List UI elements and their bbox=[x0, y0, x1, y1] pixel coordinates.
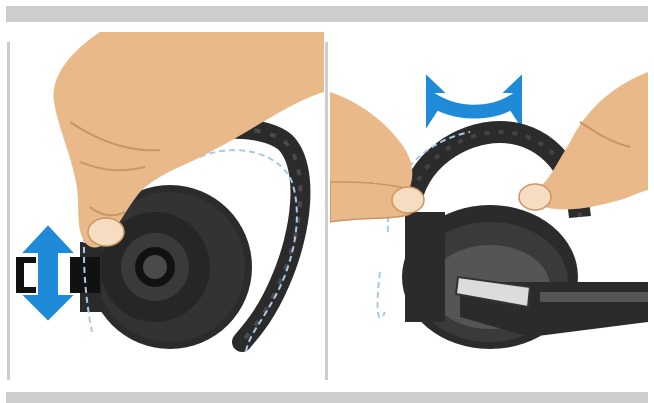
hand-icon bbox=[330, 72, 648, 222]
instruction-panel-right bbox=[330, 32, 648, 382]
top-frame-bar bbox=[6, 6, 648, 22]
instruction-panel-left bbox=[10, 32, 324, 382]
center-frame-divider bbox=[325, 42, 328, 380]
bottom-frame-bar bbox=[6, 392, 648, 403]
